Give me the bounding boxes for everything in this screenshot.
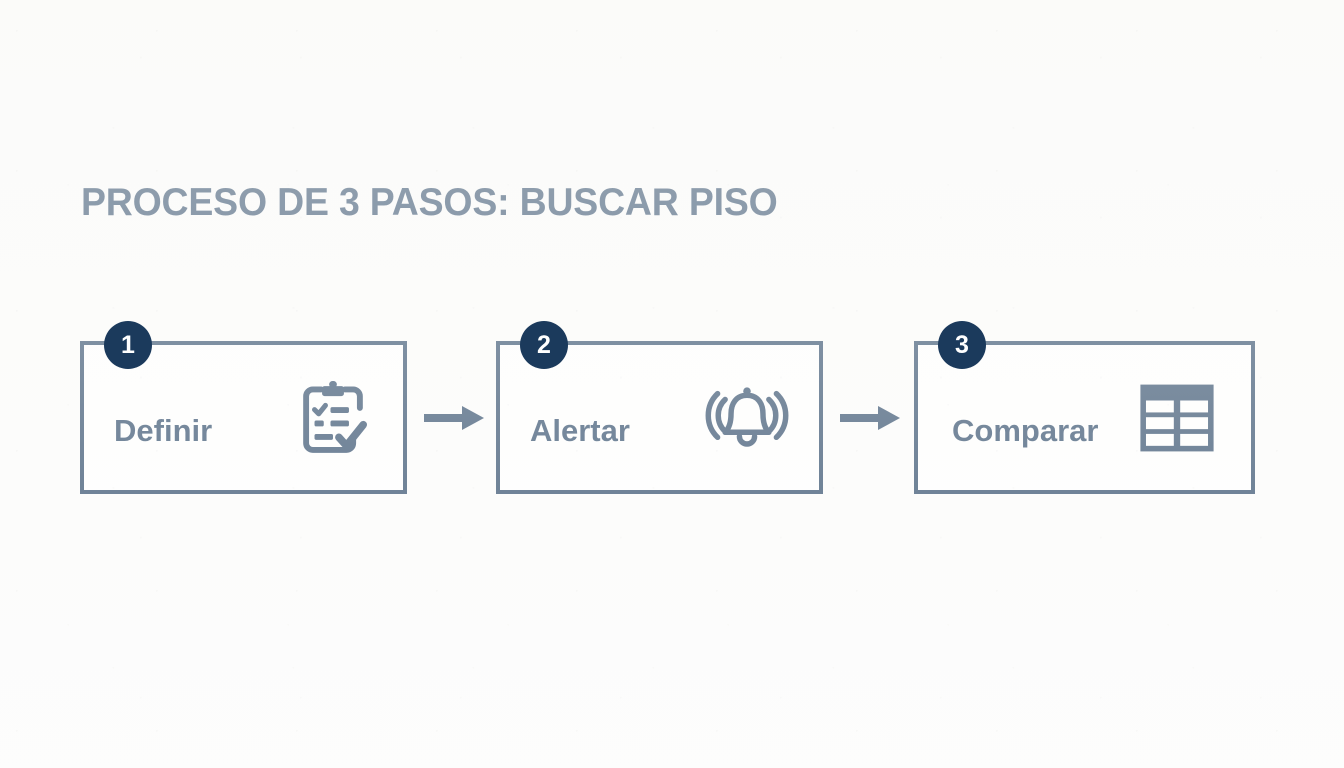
step-number-badge-1: 1	[104, 321, 152, 369]
step-number-badge-2: 2	[520, 321, 568, 369]
step-number-badge-3: 3	[938, 321, 986, 369]
process-flow: 1 Definir	[0, 321, 1344, 496]
step-card-3[interactable]: 3 Comparar	[914, 321, 1255, 494]
step-card-1[interactable]: 1 Definir	[80, 321, 407, 494]
step-card-2[interactable]: 2 Alertar	[496, 321, 823, 494]
step-label-1: Definir	[114, 413, 213, 448]
page-title: PROCESO DE 3 PASOS: BUSCAR PISO	[81, 181, 778, 224]
clipboard-checklist-icon	[291, 376, 375, 460]
ringing-bell-icon	[705, 376, 789, 460]
arrow-right-icon-2	[840, 403, 902, 433]
step-label-3: Comparar	[952, 413, 1099, 448]
table-grid-icon	[1135, 376, 1219, 460]
arrow-right-icon-1	[424, 403, 486, 433]
step-label-2: Alertar	[530, 413, 630, 448]
